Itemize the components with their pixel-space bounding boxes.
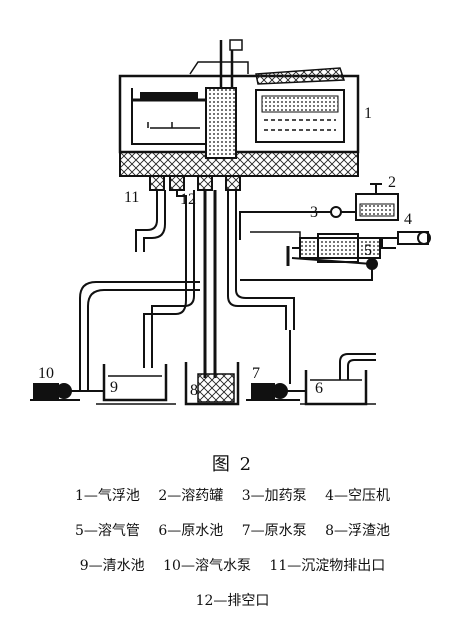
legend-row-1: 1—气浮池 2—溶药罐 3—加药泵 4—空压机 [0,485,465,505]
dissolved-air-tube [240,231,396,281]
legend-item: 9—清水池 [79,558,145,574]
number-5: 5 [364,242,372,259]
component-numbers: 1 2 3 4 5 6 7 8 9 10 11 12 [38,105,412,399]
scum-tank [184,362,240,406]
legend-row-2: 5—溶气管 6—原水池 7—原水泵 8—浮渣池 [0,520,465,540]
number-6: 6 [315,380,323,397]
legend-item: 2—溶药罐 [158,488,224,504]
figure-caption: 图 2 [211,454,254,475]
legend-item: 10—溶气水泵 [163,558,251,574]
number-10: 10 [38,365,54,382]
legend-item: 1—气浮池 [74,488,140,504]
number-8: 8 [190,382,198,399]
legend-item: 8—浮渣池 [325,523,391,539]
legend-item: 6—原水池 [158,523,224,539]
number-2: 2 [388,174,396,191]
legend-item: 3—加药泵 [241,488,307,504]
number-9: 9 [110,379,118,396]
flotation-system-diagram: 1 2 3 4 5 6 7 8 9 10 11 12 [30,39,431,406]
number-4: 4 [404,211,412,228]
clear-water-tank [102,364,168,402]
legend-row-3: 9—清水池 10—溶气水泵 11—沉淀物排出口 [0,555,465,575]
raw-water-pump [246,330,306,401]
number-12: 12 [180,191,196,208]
legend-item: 7—原水泵 [241,523,307,539]
dissolved-air-water-pump [30,383,104,401]
air-compressor [381,231,431,248]
legend-item: 5—溶气管 [74,523,140,539]
number-7: 7 [252,365,260,382]
legend-row-4: 12—排空口 [0,590,465,610]
legend-item: 12—排空口 [195,593,270,609]
legend-item: 4—空压机 [325,488,391,504]
number-1: 1 [364,105,372,122]
dosing-pump [239,206,356,240]
number-11: 11 [124,189,139,206]
number-3: 3 [310,204,318,221]
legend-item: 11—沉淀物排出口 [269,558,386,574]
flotation-tank [118,39,360,191]
chemical-dosing-tank [355,183,399,221]
